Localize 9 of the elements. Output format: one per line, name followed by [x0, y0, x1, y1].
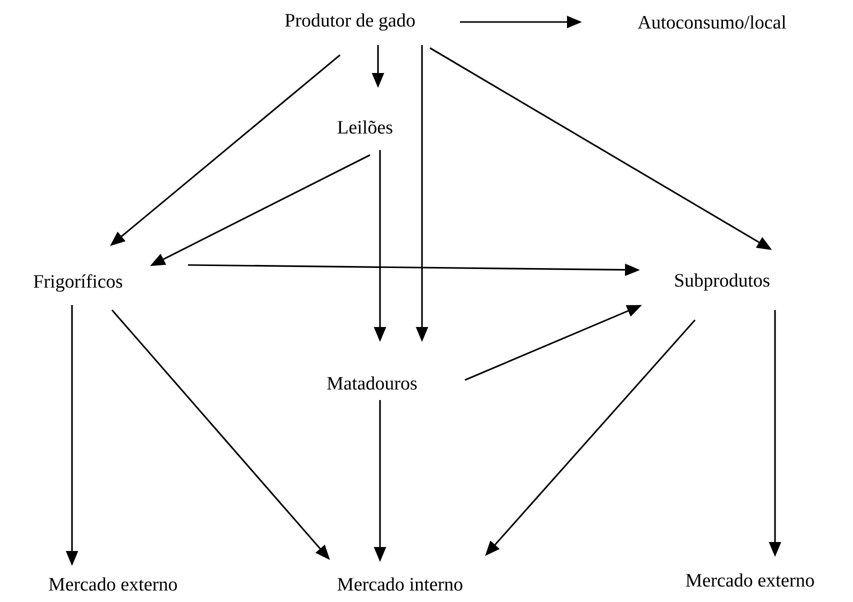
- stage-label: Mercado interno: [338, 577, 462, 591]
- stage-label: Autoconsumo/local: [638, 15, 786, 29]
- stage-label: Matadouros: [327, 376, 417, 390]
- stage-label: Frigoríficos: [34, 274, 122, 292]
- stage-label: Leilões: [338, 120, 392, 134]
- stage-label: Subprodutos: [675, 273, 770, 291]
- stage-label: Mercado externo: [686, 573, 814, 587]
- stage-label: Produtor de gado: [285, 13, 415, 31]
- stage-label: Mercado externo: [48, 577, 177, 591]
